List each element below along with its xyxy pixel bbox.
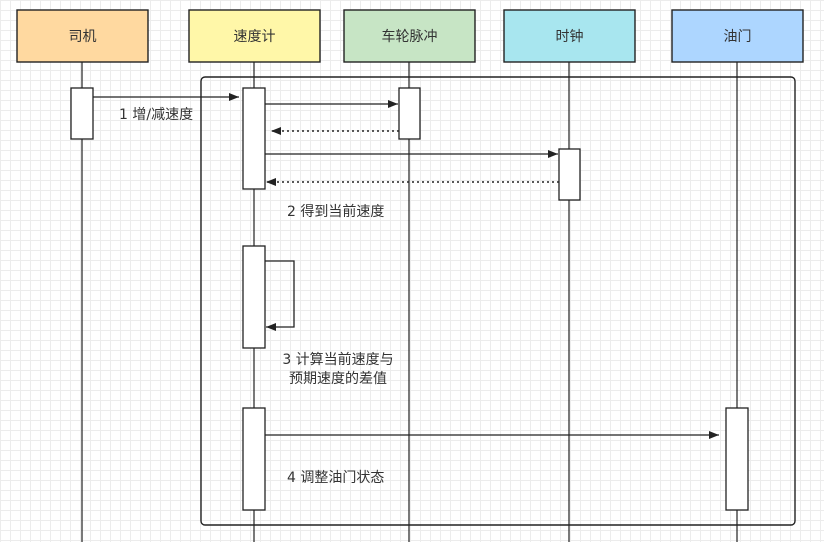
actor-throttle-label: 油门	[724, 29, 752, 45]
actor-driver-box	[16, 9, 149, 63]
actor-wheel-pulse-box	[343, 9, 476, 63]
actor-driver-label: 司机	[69, 29, 97, 45]
activation-speedometer-3	[242, 407, 266, 511]
activation-throttle	[725, 407, 749, 511]
message-label-step4: 4 调整油门状态	[287, 470, 384, 486]
actor-speedometer-box	[188, 9, 321, 63]
actor-wheel-pulse-label: 车轮脉冲	[382, 28, 438, 45]
message-label-step3-line1: 3 计算当前速度与	[282, 351, 393, 368]
activation-wheel-pulse	[398, 87, 421, 140]
activation-driver	[70, 87, 94, 140]
loop-frame	[200, 76, 796, 526]
message-label-step1: 1 增/减速度	[119, 107, 193, 123]
message-label-step3-line2: 预期速度的差值	[289, 371, 387, 387]
actor-throttle: 油门	[671, 9, 804, 63]
message-label-step2: 2 得到当前速度	[287, 203, 384, 220]
actor-speedometer: 速度计	[188, 9, 321, 63]
activation-speedometer-1	[242, 87, 266, 190]
actor-clock-label: 时钟	[556, 28, 584, 45]
activation-speedometer-2	[242, 245, 266, 349]
actor-speedometer-label: 速度计	[234, 29, 276, 45]
actor-wheel-pulse: 车轮脉冲	[343, 9, 476, 63]
actor-throttle-box	[671, 9, 804, 63]
actor-clock: 时钟	[503, 9, 636, 63]
actor-driver: 司机	[16, 9, 149, 63]
actor-clock-box	[503, 9, 636, 63]
activation-clock	[558, 148, 581, 201]
self-message-arrow-speedometer	[265, 260, 295, 331]
